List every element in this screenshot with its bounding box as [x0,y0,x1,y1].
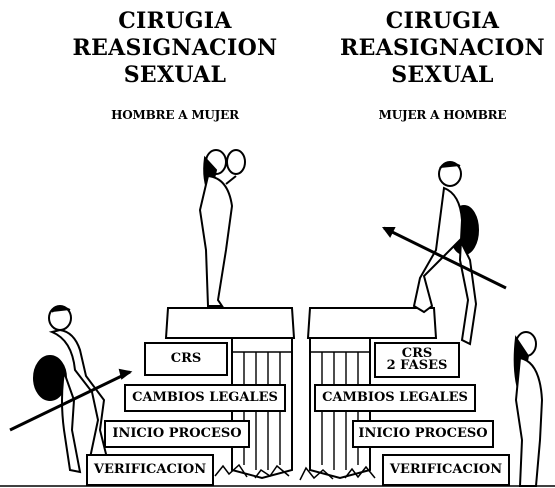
right-title-line3: SEXUAL [391,62,494,88]
right-title-line1: CIRUGIA [385,8,500,34]
right-step-verificacion: VERIFICACION [382,454,510,486]
right-title-line2: REASIGNACION [340,35,545,61]
right-woman-figure [513,331,544,487]
right-step-crs-line2: 2 FASES [386,358,448,373]
left-step-inicio-proceso: INICIO PROCESO [104,420,250,448]
right-step-crs: CRS 2 FASES [374,342,460,378]
right-top-platform [306,307,438,339]
left-top-platform [164,307,296,339]
left-title-line1: CIRUGIA [118,8,232,34]
right-step-inicio-proceso: INICIO PROCESO [352,420,494,448]
right-step-crs-line1: CRS [401,346,433,361]
right-subtitle: MUJER A HOMBRE [378,108,507,122]
right-warrior-figure [382,161,507,346]
right-step-cambios-legales: CAMBIOS LEGALES [314,384,476,412]
left-step-cambios-legales: CAMBIOS LEGALES [124,384,286,412]
left-step-verificacion: VERIFICACION [86,454,214,486]
left-step-crs: CRS [144,342,228,376]
left-title-line2: REASIGNACION [72,35,278,61]
left-title: CIRUGIA REASIGNACION SEXUAL [60,8,290,89]
left-title-line3: SEXUAL [123,62,227,88]
right-title: CIRUGIA REASIGNACION SEXUAL [330,8,555,89]
left-subtitle: HOMBRE A MUJER [111,108,239,122]
left-woman-figure [198,149,246,307]
